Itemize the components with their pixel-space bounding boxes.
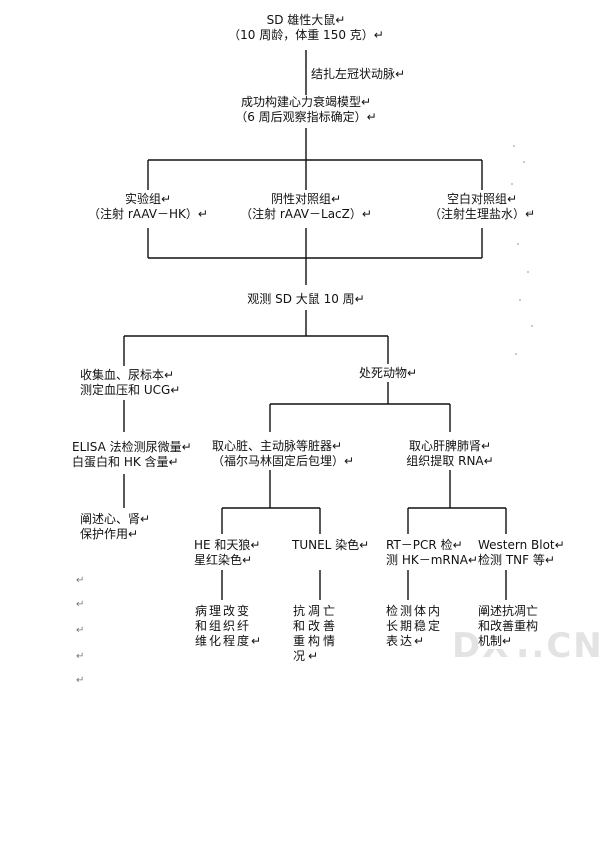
kidney-line2: 保护作用↵ bbox=[80, 527, 139, 541]
western-line2: 检测 TNF 等↵ bbox=[478, 553, 555, 567]
tunel-node: TUNEL 染色↵ bbox=[292, 538, 370, 553]
result-mechanism: 阐述抗凋亡 和改善重构 机制↵ bbox=[478, 604, 539, 649]
apoptosis-line3: 重构情 bbox=[293, 634, 339, 648]
result-expression: 检测体内 长期稳定 表达↵ bbox=[386, 604, 443, 649]
collect-line1: 收集血、尿标本↵ bbox=[80, 368, 175, 382]
fibrosis-line3: 维化程度↵ bbox=[195, 634, 264, 648]
western-node: Western Blot↵ 检测 TNF 等↵ bbox=[478, 538, 565, 568]
result-apoptosis: 抗凋亡 和改善 重构情 况↵ bbox=[293, 604, 339, 664]
sacrifice-node: 处死动物↵ bbox=[340, 366, 436, 381]
rna-line1: 取心肝脾肺肾↵ bbox=[408, 439, 492, 453]
group-blank-control: 空白对照组↵ （注射生理盐水）↵ bbox=[412, 192, 552, 222]
rtpcr-node: RT－PCR 检↵ 测 HK－mRNA↵ bbox=[386, 538, 478, 568]
stray-mark: ↵ bbox=[76, 625, 85, 636]
expression-line1: 检测体内 bbox=[386, 604, 443, 618]
apoptosis-line4: 况↵ bbox=[293, 649, 322, 663]
fibrosis-line2: 和组织纤 bbox=[195, 619, 252, 633]
stray-mark: ↵ bbox=[76, 575, 85, 586]
he-line1: HE 和天狼↵ bbox=[194, 538, 261, 552]
result-fibrosis: 病理改变 和组织纤 维化程度↵ bbox=[195, 604, 264, 649]
model-line1: 成功构建心力衰竭模型↵ bbox=[240, 95, 372, 109]
organs-line2: （福尔马林固定后包埋）↵ bbox=[212, 454, 355, 468]
expression-line3: 表达↵ bbox=[386, 634, 427, 648]
expression-line2: 长期稳定 bbox=[386, 619, 443, 633]
group-experimental-line2: （注射 rAAV－HK）↵ bbox=[88, 207, 208, 221]
kidney-protection-node: 阐述心、肾↵ 保护作用↵ bbox=[80, 512, 151, 542]
collect-line2: 测定血压和 UCG↵ bbox=[80, 383, 181, 397]
stray-mark: ↵ bbox=[76, 599, 85, 610]
group-experimental: 实验组↵ （注射 rAAV－HK）↵ bbox=[68, 192, 228, 222]
elisa-line1: ELISA 法检测尿微量↵ bbox=[72, 440, 192, 454]
group-negative-line2: （注射 rAAV－LacZ）↵ bbox=[240, 207, 372, 221]
group-blank-line2: （注射生理盐水）↵ bbox=[428, 207, 536, 221]
elisa-node: ELISA 法检测尿微量↵ 白蛋白和 HK 含量↵ bbox=[72, 440, 192, 470]
fibrosis-line1: 病理改变 bbox=[195, 604, 252, 618]
organs-line1: 取心脏、主动脉等脏器↵ bbox=[212, 439, 343, 453]
apoptosis-line1: 抗凋亡 bbox=[293, 604, 339, 618]
western-line1: Western Blot↵ bbox=[478, 538, 565, 552]
mechanism-line2: 和改善重构 bbox=[478, 619, 539, 633]
model-line2: （6 周后观察指标确定）↵ bbox=[235, 110, 377, 124]
start-node: SD 雄性大鼠↵ （10 周龄，体重 150 克）↵ bbox=[226, 13, 386, 43]
rna-source-node: 取心肝脾肺肾↵ 组织提取 RNA↵ bbox=[390, 439, 510, 469]
collect-node: 收集血、尿标本↵ 测定血压和 UCG↵ bbox=[80, 368, 181, 398]
mechanism-line1: 阐述抗凋亡 bbox=[478, 604, 539, 618]
rna-line2: 组织提取 RNA↵ bbox=[406, 454, 494, 468]
group-experimental-line1: 实验组↵ bbox=[124, 192, 172, 206]
group-blank-line1: 空白对照组↵ bbox=[446, 192, 518, 206]
rtpcr-line2: 测 HK－mRNA↵ bbox=[386, 553, 478, 567]
elisa-line2: 白蛋白和 HK 含量↵ bbox=[72, 455, 179, 469]
kidney-line1: 阐述心、肾↵ bbox=[80, 512, 151, 526]
margin-dots bbox=[511, 145, 533, 355]
start-line2: （10 周龄，体重 150 克）↵ bbox=[228, 28, 384, 42]
start-line1: SD 雄性大鼠↵ bbox=[266, 13, 346, 27]
organs-node: 取心脏、主动脉等脏器↵ （福尔马林固定后包埋）↵ bbox=[212, 439, 355, 469]
stray-mark: ↵ bbox=[76, 651, 85, 662]
apoptosis-line2: 和改善 bbox=[293, 619, 339, 633]
model-node: 成功构建心力衰竭模型↵ （6 周后观察指标确定）↵ bbox=[220, 95, 392, 125]
observe-node: 观测 SD 大鼠 10 周↵ bbox=[246, 292, 366, 307]
he-stain-node: HE 和天狼↵ 星红染色↵ bbox=[194, 538, 261, 568]
ligation-label: 结扎左冠状动脉↵ bbox=[311, 67, 406, 82]
group-negative-line1: 阴性对照组↵ bbox=[270, 192, 342, 206]
rtpcr-line1: RT－PCR 检↵ bbox=[386, 538, 463, 552]
mechanism-line3: 机制↵ bbox=[478, 634, 513, 648]
he-line2: 星红染色↵ bbox=[194, 553, 253, 567]
group-negative-control: 阴性对照组↵ （注射 rAAV－LacZ）↵ bbox=[226, 192, 386, 222]
stray-mark: ↵ bbox=[76, 675, 85, 686]
